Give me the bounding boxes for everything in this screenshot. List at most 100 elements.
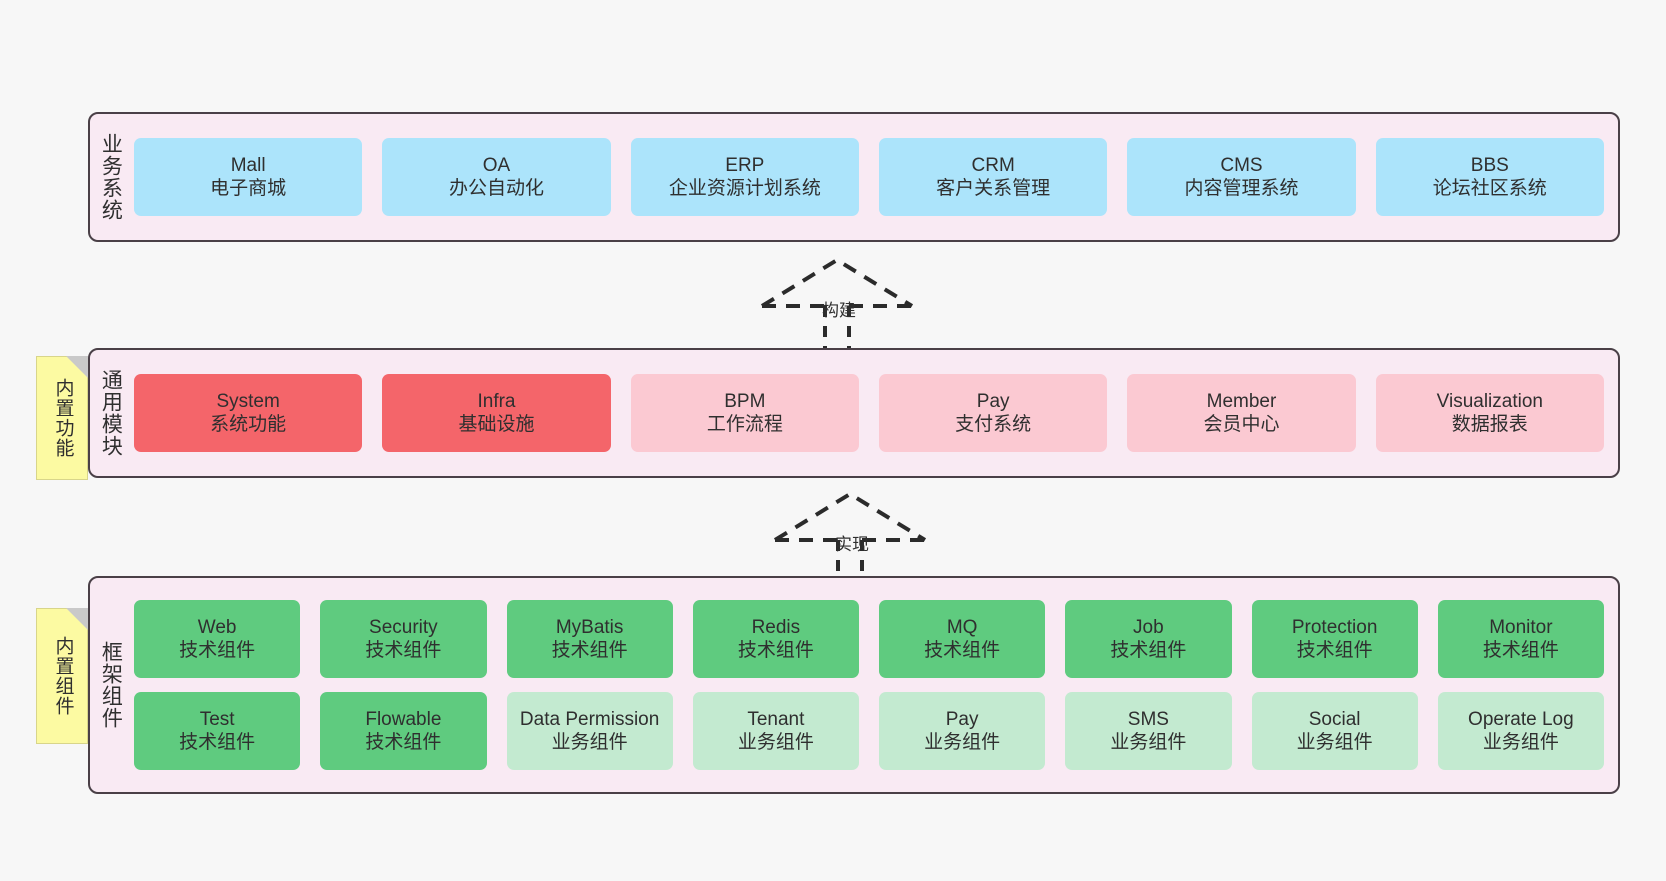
component-redis-desc: 技术组件	[737, 640, 814, 661]
component-tenant[interactable]: Tenant 业务组件	[692, 692, 859, 770]
sticky-note-builtin-components: 内置组件	[36, 608, 88, 744]
module-visualization[interactable]: Visualization 数据报表	[1375, 374, 1604, 452]
module-bpm-name: BPM	[724, 390, 766, 412]
module-pay-desc: 支付系统	[955, 414, 1032, 435]
component-operate-log-desc: 业务组件	[1482, 732, 1559, 753]
component-tenant-name: Tenant	[747, 708, 805, 730]
component-mq[interactable]: MQ 技术组件	[879, 600, 1046, 678]
component-flowable-desc: 技术组件	[365, 732, 442, 753]
component-security-desc: 技术组件	[365, 640, 442, 661]
module-infra-name: Infra	[477, 390, 516, 412]
component-tenant-desc: 业务组件	[737, 732, 814, 753]
module-pay[interactable]: Pay 支付系统	[878, 374, 1108, 452]
module-system-desc: 系统功能	[210, 414, 287, 435]
component-job-name: Job	[1133, 616, 1164, 638]
module-erp-desc: 企业资源计划系统	[668, 178, 821, 199]
layer-common-title: 通用模块	[99, 369, 123, 457]
layer-business-body: Mall 电子商城 OA 办公自动化 ERP 企业资源计划系统 CRM 客户关系…	[130, 114, 1618, 240]
arrow-build: 构建	[760, 257, 914, 350]
component-flowable[interactable]: Flowable 技术组件	[320, 692, 487, 770]
module-member-name: Member	[1206, 390, 1277, 412]
component-protection[interactable]: Protection 技术组件	[1251, 600, 1418, 678]
layer-common-row: System 系统功能 Infra 基础设施 BPM 工作流程 Pay 支付系统…	[134, 374, 1604, 452]
component-mq-desc: 技术组件	[924, 640, 1001, 661]
module-erp[interactable]: ERP 企业资源计划系统	[630, 138, 859, 216]
component-mq-name: MQ	[946, 616, 978, 638]
component-operate-log[interactable]: Operate Log 业务组件	[1437, 692, 1604, 770]
module-cms-desc: 内容管理系统	[1184, 178, 1299, 199]
module-system-name: System	[216, 390, 280, 412]
component-security-name: Security	[369, 616, 438, 638]
module-bpm[interactable]: BPM 工作流程	[630, 374, 859, 452]
component-mybatis[interactable]: MyBatis 技术组件	[506, 600, 673, 678]
module-mall-name: Mall	[230, 154, 266, 176]
component-sms[interactable]: SMS 业务组件	[1065, 692, 1232, 770]
module-infra-desc: 基础设施	[458, 414, 535, 435]
component-web[interactable]: Web 技术组件	[134, 600, 301, 678]
module-mall[interactable]: Mall 电子商城	[134, 138, 363, 216]
component-test-desc: 技术组件	[179, 732, 256, 753]
layer-framework-row-tech: Web 技术组件 Security 技术组件 MyBatis 技术组件 Redi…	[134, 600, 1604, 678]
component-protection-desc: 技术组件	[1296, 640, 1373, 661]
component-protection-name: Protection	[1291, 616, 1378, 638]
module-pay-name: Pay	[976, 390, 1010, 412]
arrow-implement-label: 实现	[835, 535, 869, 554]
sticky-note-builtin-features: 内置功能	[36, 356, 88, 480]
module-oa[interactable]: OA 办公自动化	[382, 138, 611, 216]
module-member[interactable]: Member 会员中心	[1127, 374, 1356, 452]
component-redis[interactable]: Redis 技术组件	[692, 600, 859, 678]
component-pay[interactable]: Pay 业务组件	[879, 692, 1046, 770]
component-pay-name: Pay	[945, 708, 979, 730]
sticky-note-builtin-features-label: 内置功能	[52, 378, 74, 458]
component-social[interactable]: Social 业务组件	[1251, 692, 1418, 770]
component-security[interactable]: Security 技术组件	[320, 600, 487, 678]
layer-business-row: Mall 电子商城 OA 办公自动化 ERP 企业资源计划系统 CRM 客户关系…	[134, 138, 1604, 216]
module-crm-name: CRM	[971, 154, 1015, 176]
component-data-permission-name: Data Permission	[519, 708, 660, 730]
arrow-build-label: 构建	[822, 301, 856, 320]
component-mybatis-name: MyBatis	[555, 616, 624, 638]
module-crm-desc: 客户关系管理	[936, 178, 1051, 199]
layer-common-modules: 通用模块 System 系统功能 Infra 基础设施 BPM 工作流程 Pay…	[88, 348, 1620, 478]
component-data-permission[interactable]: Data Permission 业务组件	[506, 692, 673, 770]
component-web-desc: 技术组件	[179, 640, 256, 661]
module-infra[interactable]: Infra 基础设施	[382, 374, 611, 452]
sticky-note-builtin-components-label: 内置组件	[52, 636, 74, 716]
component-monitor-name: Monitor	[1489, 616, 1553, 638]
component-mybatis-desc: 技术组件	[551, 640, 628, 661]
layer-business-title: 业务系统	[99, 133, 123, 221]
module-cms[interactable]: CMS 内容管理系统	[1127, 138, 1356, 216]
arrow-build-glyph	[760, 257, 914, 350]
component-data-permission-desc: 业务组件	[551, 732, 628, 753]
module-cms-name: CMS	[1220, 154, 1263, 176]
component-job[interactable]: Job 技术组件	[1065, 600, 1232, 678]
layer-framework-body: Web 技术组件 Security 技术组件 MyBatis 技术组件 Redi…	[130, 578, 1618, 792]
module-oa-name: OA	[482, 154, 511, 176]
component-operate-log-name: Operate Log	[1468, 708, 1574, 730]
module-bbs-desc: 论坛社区系统	[1432, 178, 1547, 199]
module-oa-desc: 办公自动化	[448, 178, 544, 199]
component-redis-name: Redis	[751, 616, 801, 638]
module-visualization-desc: 数据报表	[1451, 414, 1528, 435]
layer-framework-row-business: Test 技术组件 Flowable 技术组件 Data Permission …	[134, 692, 1604, 770]
module-erp-name: ERP	[725, 154, 765, 176]
module-member-desc: 会员中心	[1203, 414, 1280, 435]
component-test[interactable]: Test 技术组件	[134, 692, 301, 770]
layer-framework-title: 框架组件	[99, 641, 123, 729]
component-pay-desc: 业务组件	[924, 732, 1001, 753]
module-bbs[interactable]: BBS 论坛社区系统	[1375, 138, 1604, 216]
module-bpm-desc: 工作流程	[706, 414, 783, 435]
module-mall-desc: 电子商城	[210, 178, 287, 199]
module-system[interactable]: System 系统功能	[134, 374, 363, 452]
component-test-name: Test	[199, 708, 235, 730]
component-social-desc: 业务组件	[1296, 732, 1373, 753]
component-flowable-name: Flowable	[365, 708, 442, 730]
layer-business-systems: 业务系统 Mall 电子商城 OA 办公自动化 ERP 企业资源计划系统 CRM…	[88, 112, 1620, 242]
component-monitor[interactable]: Monitor 技术组件	[1437, 600, 1604, 678]
component-sms-desc: 业务组件	[1110, 732, 1187, 753]
component-sms-name: SMS	[1127, 708, 1169, 730]
module-crm[interactable]: CRM 客户关系管理	[878, 138, 1108, 216]
arrow-implement: 实现	[773, 491, 927, 584]
arrow-implement-glyph	[773, 491, 927, 584]
